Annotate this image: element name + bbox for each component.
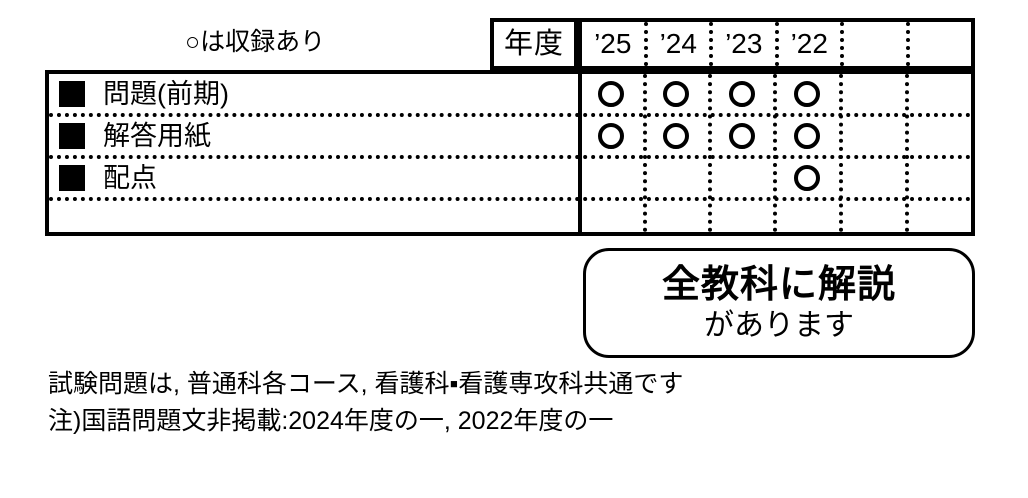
- table-row: 配点: [49, 157, 971, 199]
- table-cell: [775, 199, 841, 241]
- row-label: 解答用紙: [49, 121, 578, 151]
- table-cell: [775, 157, 841, 199]
- column-gridline: [643, 74, 647, 232]
- explanation-callout: 全教科に解説 があります: [583, 248, 975, 358]
- circle-mark-icon: [794, 165, 821, 191]
- column-gridline: [708, 74, 712, 232]
- row-label: 配点: [49, 163, 578, 193]
- table-cell: [906, 115, 972, 157]
- table-cell: [644, 73, 710, 115]
- table-cell: [578, 73, 644, 115]
- table-row: [49, 199, 971, 241]
- column-gridline: [905, 74, 909, 232]
- table-cell: [644, 199, 710, 241]
- callout-line-1: 全教科に解説: [661, 264, 896, 306]
- table-cell: [840, 199, 906, 241]
- row-cells: [578, 115, 971, 157]
- row-cells: [578, 199, 971, 241]
- footnote-line: 注)国語問題文非掲載:2024年度の一, 2022年度の一: [48, 407, 614, 435]
- row-cells: [578, 73, 971, 115]
- table-cell: [644, 157, 710, 199]
- table-cell: [709, 115, 775, 157]
- contents-table: 問題(前期) 解答用紙: [45, 70, 975, 236]
- year-column-header: ’22: [774, 22, 841, 66]
- year-column-header: ’24: [643, 22, 710, 66]
- row-label-text: 配点: [103, 163, 157, 193]
- circle-mark-icon: [728, 123, 755, 149]
- filled-square-icon: [59, 165, 85, 191]
- filled-square-icon: [59, 81, 85, 107]
- column-gridline: [839, 74, 843, 232]
- circle-mark-icon: [663, 81, 690, 107]
- table-cell: [840, 73, 906, 115]
- circle-mark-icon: [663, 123, 690, 149]
- table-cell: [578, 199, 644, 241]
- footnotes: 試験問題は, 普通科各コース, 看護科▪看護専攻科共通です 注)国語問題文非掲載…: [48, 366, 683, 440]
- label-data-divider: [578, 70, 582, 236]
- table-cell: [709, 73, 775, 115]
- row-gridline: [49, 155, 971, 159]
- row-label-text: 問題(前期): [103, 79, 229, 109]
- table-cell: [709, 157, 775, 199]
- row-gridline: [49, 197, 971, 201]
- table-row: 問題(前期): [49, 73, 971, 115]
- circle-mark-icon: [597, 123, 624, 149]
- year-header-row: ’25 ’24 ’23 ’22: [578, 18, 975, 70]
- year-column-header: [905, 22, 972, 66]
- table-cell: [906, 157, 972, 199]
- table-cell: [840, 157, 906, 199]
- circle-mark-icon: [597, 81, 624, 107]
- table-cell: [578, 115, 644, 157]
- row-label-text: 解答用紙: [103, 121, 211, 151]
- legend-text: ○は収録あり: [185, 28, 326, 56]
- table-cell: [578, 157, 644, 199]
- table-cell: [906, 73, 972, 115]
- table-cell: [709, 199, 775, 241]
- year-column-header: ’23: [709, 22, 775, 66]
- filled-square-icon: [59, 123, 85, 149]
- callout-line-2: があります: [704, 309, 854, 342]
- column-gridline: [773, 74, 777, 232]
- table-row: 解答用紙: [49, 115, 971, 157]
- table-cell: [775, 73, 841, 115]
- footnote-line: 試験問題は, 普通科各コース, 看護科▪看護専攻科共通です: [48, 370, 684, 398]
- year-column-header: ’25: [594, 28, 632, 59]
- year-header-label: 年度: [503, 28, 564, 60]
- circle-mark-icon: [794, 81, 821, 107]
- table-cell: [906, 199, 972, 241]
- table-cell: [775, 115, 841, 157]
- circle-mark-icon: [794, 123, 821, 149]
- year-column-header: [840, 22, 906, 66]
- row-gridline: [49, 113, 971, 117]
- table-cell: [644, 115, 710, 157]
- row-label: 問題(前期): [49, 79, 578, 109]
- year-header-box: 年度: [490, 18, 578, 70]
- table-cell: [840, 115, 906, 157]
- circle-mark-icon: [728, 81, 755, 107]
- row-cells: [578, 157, 971, 199]
